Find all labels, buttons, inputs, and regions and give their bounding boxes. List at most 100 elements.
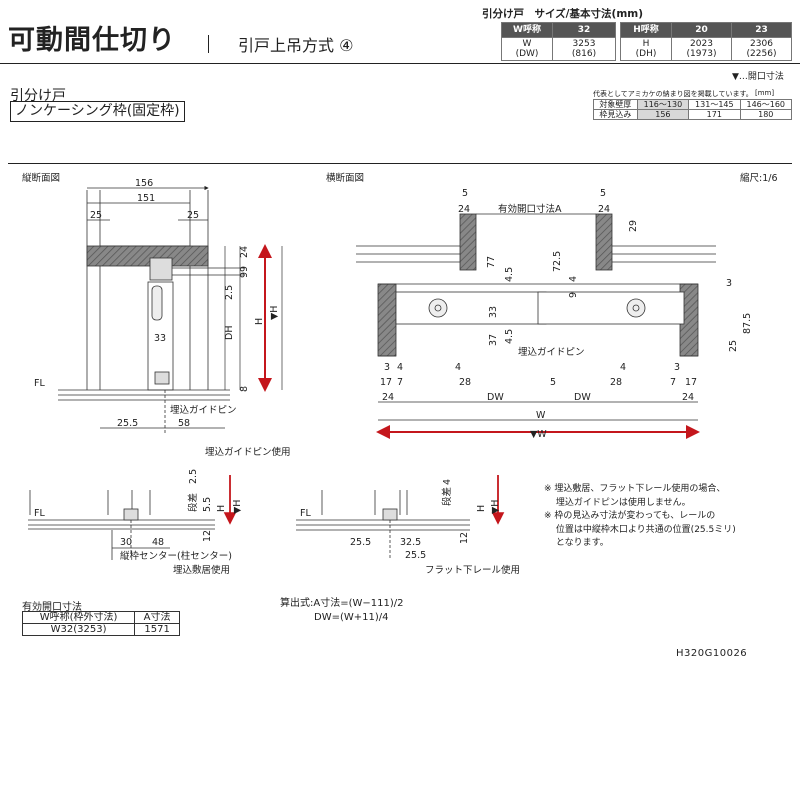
thickness-unit: [mm] [755, 89, 775, 97]
detail1-step: 段差 [187, 493, 199, 512]
h-dim-w: W [536, 410, 546, 421]
dim-8: 8 [239, 386, 250, 392]
opening-cell: 1571 [134, 623, 180, 636]
horizontal-section [356, 213, 716, 357]
dim-2.5: 2.5 [224, 285, 235, 300]
note-line: となります。 [544, 538, 609, 548]
formula: 算出式:A寸法=(W−111)/2 DW=(W+11)/4 [280, 597, 403, 625]
door-type-label: 引分け戸 [10, 88, 66, 104]
detail1-dim-12: 12 [202, 530, 213, 542]
h-dim-37: 37 [488, 334, 499, 346]
dim-33: 33 [154, 333, 166, 344]
detail2-dim-4: 4 [442, 479, 453, 485]
h-dim-dw-left: DW [487, 392, 504, 403]
detail2-use-label: フラット下レール使用 [425, 564, 520, 576]
vertical-section [58, 190, 245, 435]
h-dim-24a: 24 [382, 392, 394, 403]
dim-25-left: 25 [90, 210, 102, 221]
h-guide-pin-label: 埋込ガイドピン [518, 347, 585, 358]
h-dim-9: 9 [568, 292, 579, 298]
h-dim-b7a: 7 [397, 377, 403, 388]
dim-h-open: ▼H [269, 306, 280, 320]
dim-58: 58 [178, 418, 190, 429]
h-dim-77: 77 [486, 256, 497, 268]
dim-h: H [254, 318, 265, 325]
opening-header: W呼称(枠外寸法) [21, 611, 136, 624]
floor-level-label: FL [34, 378, 45, 389]
h-dim-72.5: 72.5 [552, 251, 563, 272]
size-table-w: W呼称 32 W (DW) 3253 (816) [501, 22, 616, 61]
detail2-dim-25.5: 25.5 [350, 537, 371, 548]
h-dim-5-right: 5 [600, 188, 606, 199]
detail2-drawing [296, 490, 470, 560]
h-dim-24-left: 24 [458, 204, 470, 215]
detail2-h: H [476, 505, 487, 512]
page-subtitle: 引戸上吊方式 ④ [238, 36, 354, 55]
scale-label: 縮尺:1/6 [740, 172, 778, 184]
detail1-h-open: ▼H [232, 500, 243, 514]
detail1-drawing [28, 490, 215, 560]
legend-note: ▼…開口寸法 [732, 72, 784, 82]
dim-25-right: 25 [187, 210, 199, 221]
size-h-row-label: H (DH) [620, 37, 672, 61]
size-w-row-value: 3253 (816) [552, 37, 616, 61]
thickness-note: 代表としてアミカケの納まり図を掲載しています。 [593, 90, 753, 98]
horizontal-section-label: 横断面図 [326, 172, 364, 184]
h-dim-b28b: 28 [610, 377, 622, 388]
opening-cell: W32(3253) [21, 623, 136, 636]
page-title: 可動間仕切り [8, 25, 176, 56]
opening-dimension-a: 有効開口寸法A [498, 203, 562, 215]
detail1-dim-5.5: 5.5 [202, 497, 213, 512]
h-dim-w-open: ▼W [530, 429, 547, 440]
h-dim-dw-right: DW [574, 392, 591, 403]
size-w-header-value: 32 [552, 22, 616, 38]
detail1-dim-30: 30 [120, 537, 132, 548]
note-line: ※ 埋込敷居、フラット下レール使用の場合、 [544, 484, 726, 494]
detail1-dim-48: 48 [152, 537, 164, 548]
h-dim-25: 25 [728, 340, 739, 352]
detail1-h: H [216, 505, 227, 512]
detail1-fl: FL [34, 508, 45, 519]
dim-24: 24 [239, 246, 250, 258]
detail1-dim-2.5: 2.5 [188, 469, 199, 484]
detail2-h-open: ▼H [490, 500, 501, 514]
h-dim-3-top: 3 [726, 278, 732, 289]
header-rule [0, 63, 800, 64]
size-h-header-20: 20 [671, 22, 732, 38]
size-table-h: H呼称 20 23 H (DH) 2023 (1973) 2306 (2256) [620, 22, 792, 61]
product-code: H320G10026 [676, 648, 748, 659]
thickness-cell: 180 [739, 109, 793, 120]
note-line: ※ 枠の見込み寸法が変わっても、レールの [544, 511, 716, 521]
thickness-row: 枠見込み 156 171 180 [593, 109, 793, 120]
h-dim-b7c: 7 [670, 377, 676, 388]
title-separator [208, 35, 209, 53]
formula-line-2: DW=(W+11)/4 [314, 612, 389, 623]
vertical-section-label: 縦断面図 [22, 172, 60, 184]
h-dim-b4d: 3 [674, 362, 680, 373]
dim-156: 156 [135, 178, 153, 189]
size-table-caption: 引分け戸 サイズ/基本寸法(mm) [482, 8, 643, 20]
dim-99: 99 [239, 266, 250, 278]
dim-25.5: 25.5 [117, 418, 138, 429]
opening-row: W32(3253) 1571 [21, 623, 180, 636]
horizontal-dimensions [376, 213, 700, 439]
thickness-table: 対象壁厚 116～130 131～145 146～160 枠見込み 156 17… [593, 99, 793, 120]
h-dim-b28a: 28 [459, 377, 471, 388]
h-dim-24b: 24 [682, 392, 694, 403]
dim-151: 151 [137, 193, 155, 204]
h-dim-87.5: 87.5 [742, 313, 753, 334]
detail1-center-label: 縦枠センター(柱センター) [120, 550, 232, 562]
size-w-header-label: W呼称 [501, 22, 553, 38]
detail1-use-label: 埋込敷居使用 [173, 564, 230, 576]
h-dim-b4-door: 4 [455, 362, 461, 373]
h-dim-29: 29 [628, 220, 639, 232]
detail2-dim-32.5: 32.5 [400, 537, 421, 548]
section-rule [8, 163, 792, 164]
guide-pin-label: 埋込ガイドピン [170, 405, 237, 416]
h-dim-4: 4 [568, 276, 579, 282]
detail2-dim-25.5b: 25.5 [405, 550, 426, 561]
h-dim-b17c: 17 [685, 377, 697, 388]
size-h-row-23: 2306 (2256) [731, 37, 792, 61]
note-line: 位置は中縦枠木口より共通の位置(25.5ミリ) [544, 524, 736, 535]
